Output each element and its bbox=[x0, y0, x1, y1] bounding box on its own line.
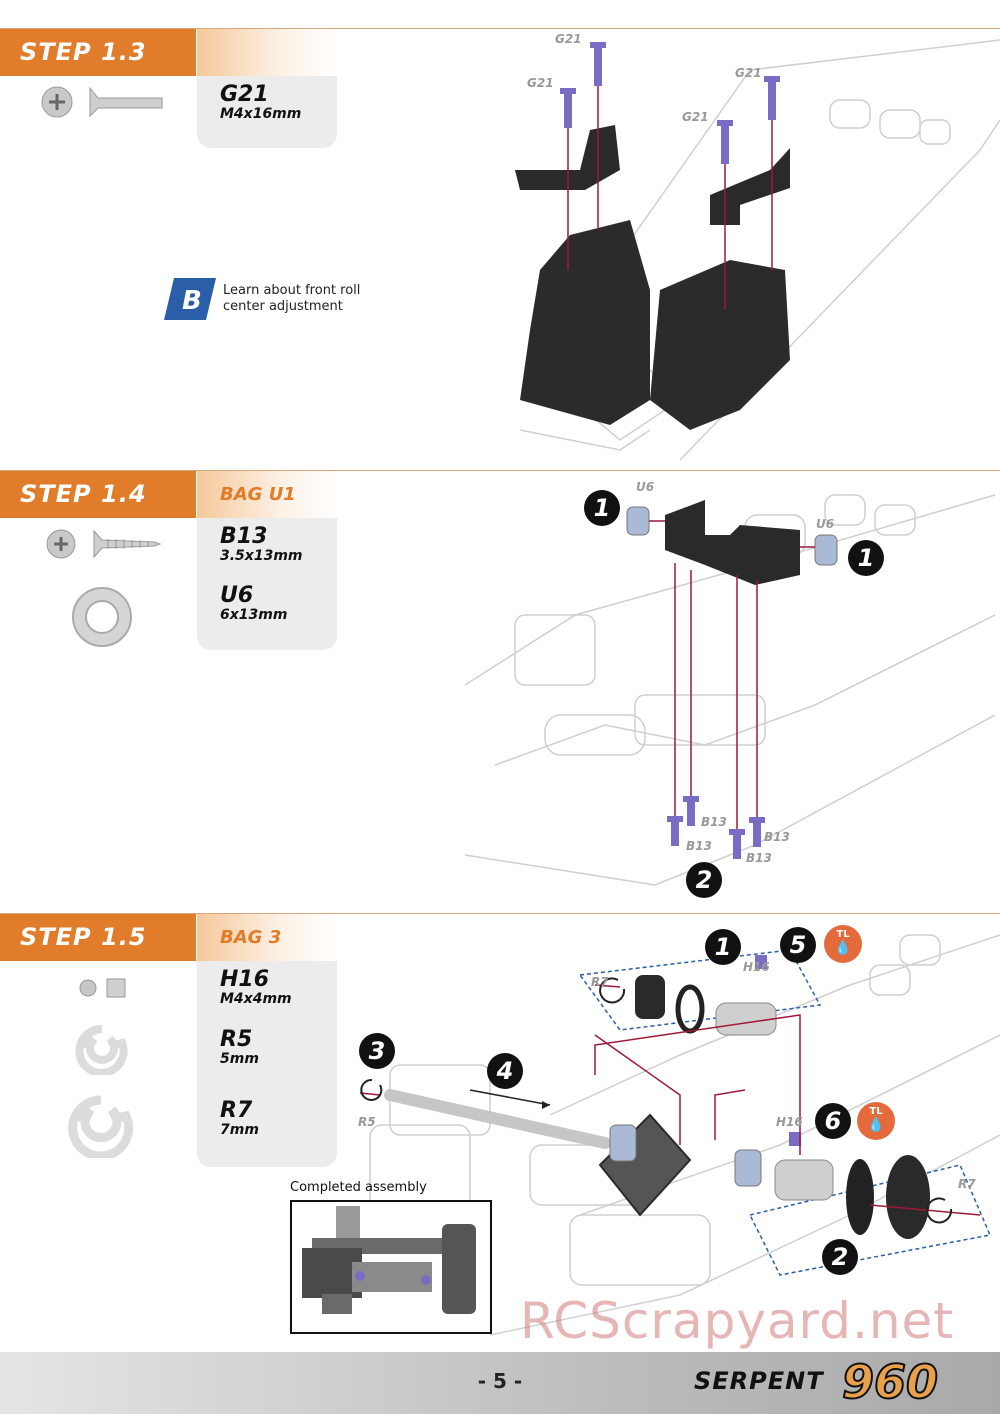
washer-icon bbox=[72, 587, 132, 647]
part-label: U6 bbox=[816, 517, 835, 531]
step-number-badge: 5 bbox=[780, 927, 816, 963]
svg-text:B: B bbox=[182, 286, 202, 316]
brand-logo: SERPENT bbox=[694, 1367, 824, 1395]
self-tapping-screw-icon bbox=[46, 529, 162, 559]
step-number-badge: 1 bbox=[584, 490, 620, 526]
step-1-3-diagram bbox=[515, 39, 1000, 461]
parts-box: H16 M4x4mm R5 5mm R7 7mm bbox=[197, 961, 337, 1167]
step-number-badge: 1 bbox=[705, 929, 741, 965]
part-entry: U6 6x13mm bbox=[220, 583, 288, 624]
part-size: 6x13mm bbox=[220, 607, 288, 623]
step-number-badge: 1 bbox=[848, 540, 884, 576]
part-label: G21 bbox=[735, 66, 762, 80]
part-label: R7 bbox=[591, 975, 609, 989]
threadlock-icon: TL💧 bbox=[857, 1102, 895, 1140]
completed-assembly-inset bbox=[290, 1200, 492, 1334]
threadlock-label: TL bbox=[836, 929, 850, 940]
part-code: R5 bbox=[220, 1027, 253, 1052]
part-size: 7mm bbox=[220, 1122, 259, 1138]
threadlock-icon: TL💧 bbox=[824, 925, 862, 963]
part-label: B13 bbox=[764, 830, 790, 844]
part-code: R7 bbox=[220, 1098, 253, 1123]
part-code: U6 bbox=[220, 583, 254, 608]
roll-center-note: Learn about front roll center adjustment bbox=[223, 283, 360, 315]
step-title: STEP 1.3 bbox=[0, 29, 196, 76]
part-size: M4x16mm bbox=[220, 106, 302, 122]
part-label: G21 bbox=[555, 32, 582, 46]
step-title: STEP 1.4 bbox=[0, 471, 196, 518]
bag-label bbox=[197, 29, 337, 76]
part-label: R5 bbox=[358, 1115, 376, 1129]
section-divider bbox=[0, 470, 1000, 471]
note-line: center adjustment bbox=[223, 299, 343, 314]
model-logo: 960 bbox=[841, 1354, 939, 1410]
page-number: - 5 - bbox=[477, 1369, 523, 1393]
step-number-badge: 2 bbox=[686, 862, 722, 898]
part-entry: G21 M4x16mm bbox=[220, 82, 302, 123]
bag-label: BAG U1 bbox=[197, 471, 337, 518]
step-title: STEP 1.5 bbox=[0, 914, 196, 961]
part-label: B13 bbox=[701, 815, 727, 829]
part-entry: H16 M4x4mm bbox=[220, 967, 292, 1008]
completed-assembly-image bbox=[302, 1206, 476, 1314]
note-line: Learn about front roll bbox=[223, 283, 361, 298]
part-label: H16 bbox=[776, 1115, 803, 1129]
watermark: RCScrapyard.net bbox=[520, 1292, 954, 1350]
step-number-badge: 6 bbox=[815, 1103, 851, 1139]
threadlock-label: TL bbox=[869, 1106, 883, 1117]
part-label: B13 bbox=[686, 839, 712, 853]
step-number-badge: 2 bbox=[822, 1239, 858, 1275]
bag-label: BAG 3 bbox=[197, 914, 337, 961]
part-label: H16 bbox=[743, 960, 770, 974]
countersunk-screw-icon bbox=[41, 86, 163, 118]
part-label: R7 bbox=[958, 1177, 976, 1191]
part-label: B13 bbox=[746, 851, 772, 865]
step-1-5-diagram bbox=[359, 934, 1000, 1336]
step-1-4-diagram bbox=[464, 494, 996, 886]
part-size: M4x4mm bbox=[220, 991, 292, 1007]
part-code: B13 bbox=[220, 524, 268, 549]
part-entry: B13 3.5x13mm bbox=[220, 524, 303, 565]
part-code: H16 bbox=[220, 967, 270, 992]
part-code: G21 bbox=[220, 82, 269, 107]
parts-box: G21 M4x16mm bbox=[197, 76, 337, 148]
page-footer bbox=[0, 1352, 1000, 1414]
part-size: 5mm bbox=[220, 1051, 259, 1067]
parts-box: B13 3.5x13mm U6 6x13mm bbox=[197, 518, 337, 650]
part-label: G21 bbox=[527, 76, 554, 90]
section-divider bbox=[0, 913, 1000, 914]
e-clip-5mm-icon bbox=[75, 1025, 128, 1075]
section-divider bbox=[0, 28, 1000, 29]
step-number-badge: 3 bbox=[359, 1033, 395, 1069]
inset-caption: Completed assembly bbox=[290, 1180, 427, 1195]
e-clip-7mm-icon bbox=[68, 1095, 134, 1158]
part-label: U6 bbox=[636, 480, 655, 494]
manual-b-icon: B bbox=[164, 278, 216, 320]
part-label: G21 bbox=[682, 110, 709, 124]
part-entry: R5 5mm bbox=[220, 1027, 259, 1068]
part-size: 3.5x13mm bbox=[220, 548, 303, 564]
set-screw-icon bbox=[79, 978, 126, 998]
part-entry: R7 7mm bbox=[220, 1098, 259, 1139]
step-number-badge: 4 bbox=[487, 1053, 523, 1089]
